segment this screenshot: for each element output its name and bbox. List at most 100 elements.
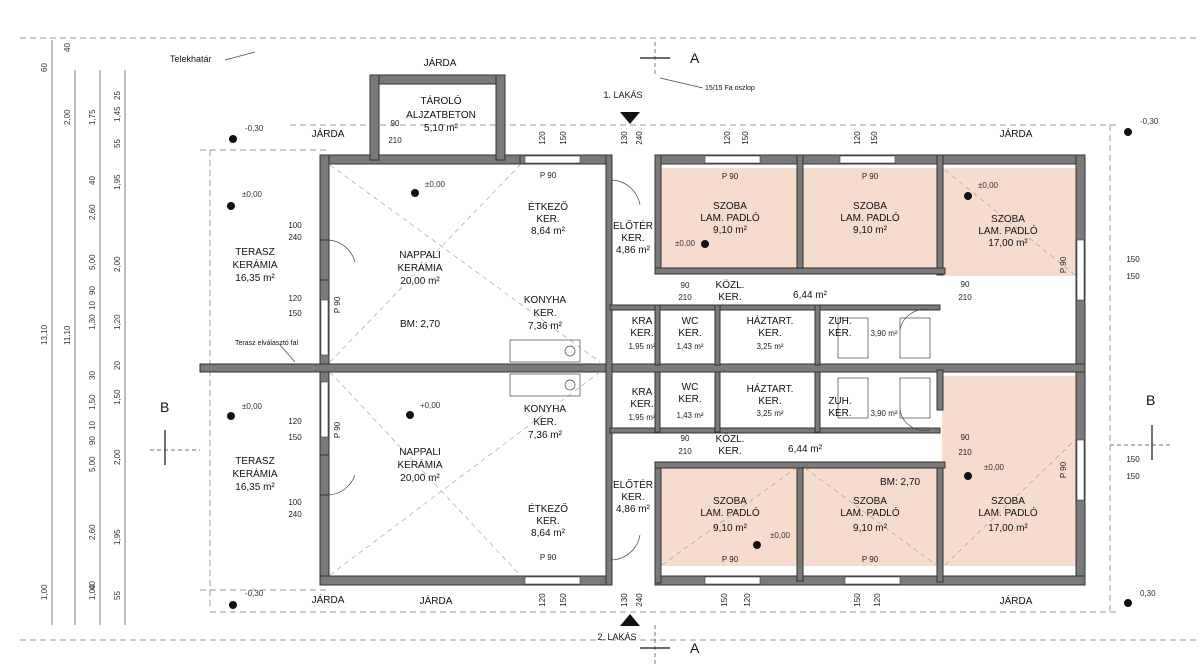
svg-text:60: 60: [40, 63, 49, 72]
svg-text:90: 90: [391, 119, 400, 128]
svg-text:TERASZ: TERASZ: [235, 456, 274, 467]
svg-text:9,10 m²: 9,10 m²: [713, 523, 748, 534]
svg-text:4,86 m²: 4,86 m²: [616, 245, 651, 256]
svg-text:ZUH.: ZUH.: [828, 316, 851, 327]
svg-text:4,86 m²: 4,86 m²: [616, 504, 651, 515]
svg-text:90: 90: [681, 434, 690, 443]
svg-text:1,20: 1,20: [113, 314, 122, 330]
svg-text:SZOBA: SZOBA: [853, 496, 887, 507]
svg-text:P 90: P 90: [1059, 461, 1068, 478]
svg-text:130: 130: [620, 131, 629, 145]
door-marks: P 90 P 90 P 90 P 90 P 90 P 90 P 90 P 90 …: [288, 131, 1140, 607]
svg-text:ZUH.: ZUH.: [828, 396, 851, 407]
svg-text:8,64 m²: 8,64 m²: [531, 226, 566, 237]
svg-text:KER.: KER.: [630, 328, 653, 339]
svg-text:SZOBA: SZOBA: [713, 496, 747, 507]
kitchen-fixtures: [509, 317, 931, 419]
lakas2-label: 2. LAKÁS: [597, 632, 636, 642]
svg-text:B: B: [160, 399, 169, 415]
svg-text:P 90: P 90: [722, 172, 739, 181]
svg-text:P 90: P 90: [333, 421, 342, 438]
jarda-top-small: JÁRDA: [312, 127, 345, 140]
telekhatar-leader: [224, 51, 256, 61]
svg-text:120: 120: [288, 294, 302, 303]
svg-text:25: 25: [113, 91, 122, 100]
svg-text:1,43 m²: 1,43 m²: [676, 411, 703, 420]
svg-text:0,30: 0,30: [1140, 589, 1156, 598]
bm-top: BM: 2,70: [400, 319, 440, 330]
svg-text:240: 240: [635, 131, 644, 145]
svg-text:1,75: 1,75: [88, 109, 97, 125]
svg-text:17,00 m²: 17,00 m²: [988, 238, 1028, 249]
svg-text:LAM. PADLÓ: LAM. PADLÓ: [700, 211, 759, 224]
svg-text:KER.: KER.: [718, 292, 741, 303]
svg-text:20: 20: [113, 361, 122, 370]
room-kozl-bottom: KÖZL. KER. 6,44 m²: [716, 433, 823, 457]
svg-text:±0,00: ±0,00: [984, 463, 1005, 472]
section-a-top: A: [640, 42, 700, 75]
svg-text:WC: WC: [682, 382, 699, 393]
svg-text:P 90: P 90: [540, 171, 557, 180]
svg-text:-0,30: -0,30: [1140, 117, 1159, 126]
svg-text:5,00: 5,00: [88, 456, 97, 472]
svg-text:40: 40: [88, 176, 97, 185]
room-haztart-bottom: HÁZTART. KER. 3,25 m²: [747, 382, 794, 418]
svg-text:130: 130: [620, 593, 629, 607]
svg-text:13,10: 13,10: [40, 324, 49, 345]
svg-text:A: A: [690, 50, 700, 66]
svg-text:90: 90: [681, 281, 690, 290]
svg-text:2,60: 2,60: [88, 204, 97, 220]
svg-text:±0,00: ±0,00: [242, 402, 263, 411]
svg-text:LAM. PADLÓ: LAM. PADLÓ: [840, 211, 899, 224]
dimension-chain-left: 13,10 11,10 1,00 2,60 5,00 1,50 1,30 5,0…: [40, 40, 126, 625]
svg-text:100: 100: [288, 221, 302, 230]
svg-text:HÁZTART.: HÁZTART.: [747, 382, 794, 395]
svg-text:KÖZL.: KÖZL.: [716, 433, 745, 445]
svg-text:2,00: 2,00: [63, 109, 72, 125]
svg-text:150: 150: [870, 131, 879, 145]
svg-text:1,50: 1,50: [113, 389, 122, 405]
svg-text:KER.: KER.: [678, 394, 701, 405]
svg-text:55: 55: [113, 139, 122, 148]
svg-text:150: 150: [741, 131, 750, 145]
svg-text:150: 150: [853, 593, 862, 607]
room-szoba2-top: SZOBA LAM. PADLÓ 9,10 m²: [840, 201, 899, 236]
svg-text:1,45: 1,45: [113, 106, 122, 122]
svg-text:16,35 m²: 16,35 m²: [235, 273, 275, 284]
room-szoba3-bottom: SZOBA LAM. PADLÓ 17,00 m²: [978, 496, 1037, 534]
room-szoba2-bottom: SZOBA LAM. PADLÓ 9,10 m²: [840, 496, 899, 534]
svg-text:120: 120: [288, 417, 302, 426]
svg-text:P 90: P 90: [722, 555, 739, 564]
svg-text:KER.: KER.: [828, 328, 851, 339]
room-eloter-bottom: ELŐTÉR KER. 4,86 m²: [613, 477, 653, 515]
svg-text:SZOBA: SZOBA: [713, 201, 747, 212]
svg-text:1,00: 1,00: [40, 584, 49, 600]
svg-text:150: 150: [1126, 472, 1140, 481]
svg-text:90: 90: [961, 280, 970, 289]
windows: [320, 155, 1085, 585]
svg-text:11,10: 11,10: [63, 325, 72, 345]
svg-text:17,00 m²: 17,00 m²: [988, 523, 1028, 534]
svg-text:KER.: KER.: [758, 396, 781, 407]
room-kra-top: KRA KER. 1,95 m²: [628, 316, 655, 351]
svg-text:2,00: 2,00: [113, 449, 122, 465]
svg-text:KONYHA: KONYHA: [524, 295, 567, 306]
svg-text:ELŐTÉR: ELŐTÉR: [613, 477, 653, 491]
room-diagonals: [329, 164, 1076, 576]
svg-text:WC: WC: [682, 316, 699, 327]
svg-text:A: A: [690, 640, 700, 656]
bedroom-fill-4: [660, 466, 798, 566]
svg-text:-0,30: -0,30: [245, 124, 264, 133]
svg-text:1,50: 1,50: [88, 394, 97, 410]
svg-text:120: 120: [538, 131, 547, 145]
jarda-bottom-left: JÁRDA: [312, 593, 345, 606]
room-kozl-top: KÖZL. KER. 6,44 m²: [716, 279, 828, 303]
svg-text:±0,00: ±0,00: [978, 181, 999, 190]
room-zuh-top: ZUH. KER. 3,90 m²: [828, 316, 898, 339]
svg-text:3,25 m²: 3,25 m²: [756, 342, 783, 351]
svg-text:40: 40: [88, 581, 97, 590]
svg-text:KER.: KER.: [718, 446, 741, 457]
jarda-bottom-mid: JÁRDA: [420, 594, 453, 607]
svg-text:210: 210: [678, 447, 692, 456]
room-szoba3-top: SZOBA LAM. PADLÓ 17,00 m²: [978, 214, 1037, 249]
